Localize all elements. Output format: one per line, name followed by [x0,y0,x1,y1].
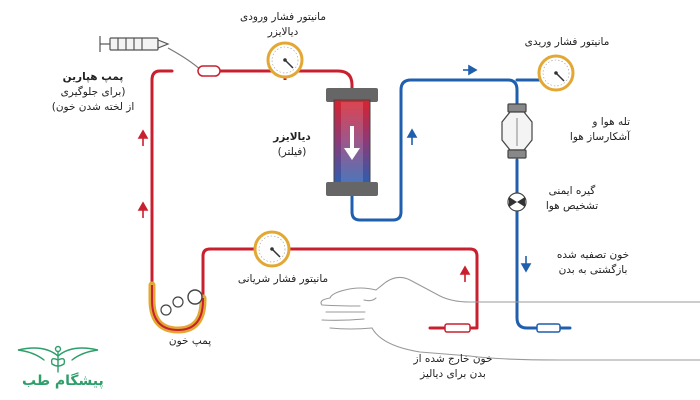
arterial-monitor-text: مانیتور فشار شریانی [237,273,329,285]
heparin-pump-sub1: (برای جلوگیری [60,86,126,98]
safety-clamp-line2: تشخیص هوا [545,200,599,212]
dialyzer-inflow-monitor-line1: مانیتور فشار ورودی [239,11,326,23]
logo-emblem [17,345,99,373]
venous-needle [536,323,561,333]
dialyzer-inflow-monitor-line2: دیالایزر [267,26,299,38]
blood-pump-text: پمپ خون [168,335,212,347]
venous-monitor-text: مانیتور فشار وریدی [524,36,610,48]
dialyzer-sub: (فیلتر) [277,146,307,158]
safety-clamp-line1: گیره ایمنی [548,185,596,197]
heparin-pump-sub2: از لخته شدن خون) [51,101,135,113]
venous-flow-arrows [406,64,532,273]
arterial-pressure-gauge [253,230,291,268]
air-trap [501,103,533,159]
heparin-connector [197,65,221,77]
removed-blood-line2: بدن برای دیالیز [420,368,486,380]
dialyzer-inflow-gauge [266,41,304,80]
removed-blood-label: خون خارج شده از بدن برای دیالیز [398,352,508,382]
dialyzer-inflow-monitor-label: مانیتور فشار ورودی دیالایزر [228,10,338,40]
logo-text: پیشگام طب [22,373,104,389]
heparin-syringe [99,36,170,52]
arm-outline [320,276,700,361]
blood-pump-label: پمپ خون [160,334,220,349]
heparin-pump-title: پمپ هپارین [62,71,124,83]
clean-blood-line2: بازگشتی به بدن [558,264,628,276]
clean-blood-label: خون تصفیه شده بازگشتی به بدن [538,248,648,278]
clean-blood-line1: خون تصفیه شده [556,249,630,261]
arterial-line [150,69,479,330]
dialyzer-title: دیالایزر [273,131,311,143]
safety-clamp [507,192,527,212]
removed-blood-line1: خون خارج شده از [413,353,493,365]
venous-monitor-label: مانیتور فشار وریدی [512,35,622,50]
venous-pressure-gauge [537,54,575,92]
venous-line [350,78,572,330]
heparin-line [167,47,203,72]
blood-pump [148,281,207,334]
dialyzer [326,88,378,196]
air-trap-line2: آشکارساز هوا [569,131,630,143]
dialyzer-label: دیالایزر (فیلتر) [262,130,322,160]
air-trap-line1: تله هوا و [592,116,630,128]
safety-clamp-label: گیره ایمنی تشخیص هوا [532,184,612,214]
arterial-monitor-label: مانیتور فشار شریانی [228,272,338,287]
air-trap-label: تله هوا و آشکارساز هوا [540,115,630,145]
heparin-pump-label: پمپ هپارین (برای جلوگیری از لخته شدن خون… [48,70,138,115]
arterial-flow-arrows [137,129,471,282]
arterial-needle [444,323,471,333]
